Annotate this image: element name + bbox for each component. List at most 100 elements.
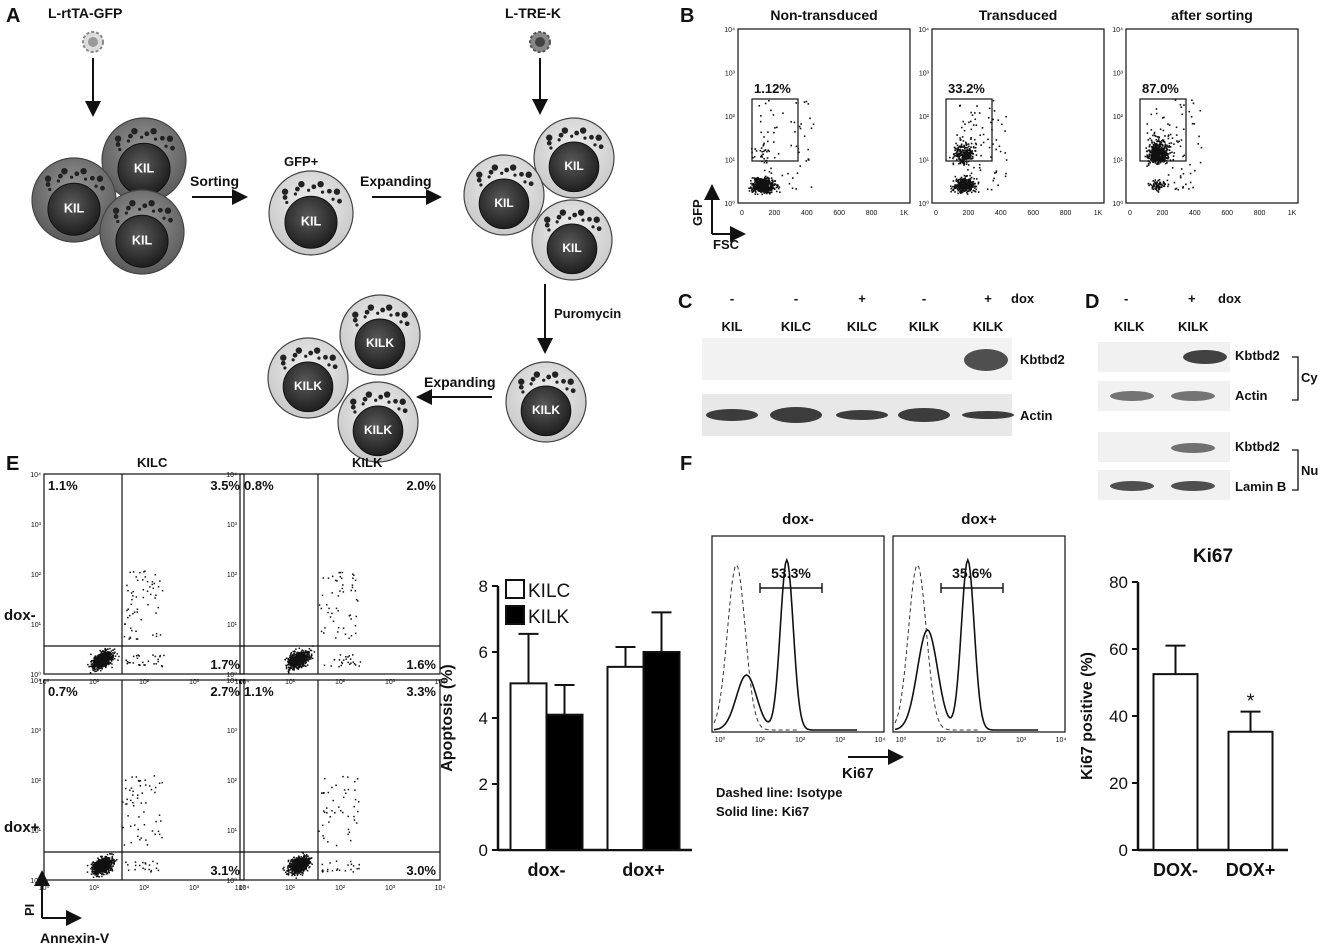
sorting-label: Sorting: [190, 173, 239, 189]
y-tick-label: 10⁴: [226, 472, 237, 479]
x-tick-label: 0: [740, 210, 744, 217]
x-tick-label: 1K: [1094, 210, 1103, 217]
y-tick-label: 10¹: [31, 622, 42, 629]
quadrant-ur-percent: 2.0%: [406, 478, 436, 493]
dox-label-c: dox: [1011, 291, 1035, 306]
y-tick-label: 60: [1109, 640, 1128, 659]
x-tick-label: 800: [1254, 210, 1266, 217]
dox-sign-d-1: -: [1124, 291, 1128, 306]
y-tick-label: 10⁰: [30, 671, 41, 679]
chart-title: Ki67: [1193, 546, 1233, 567]
dox-plus-row-label: dox+: [4, 819, 40, 836]
ki67-curve: [894, 557, 1038, 731]
gfp-gate: [945, 98, 993, 162]
bar-kilc-dox-: [509, 682, 548, 851]
gfp-fsc-axis-key: GFP FSC: [690, 184, 746, 252]
panel-e: E KILC KILK dox- dox+ 1.1%3.5%1.7%10⁰10⁰…: [4, 453, 692, 946]
x-tick-label: 10⁴: [435, 885, 446, 892]
facs-b-title: after sorting: [1171, 7, 1253, 23]
gate-percent: 53.3%: [771, 565, 811, 581]
gfp-gate: [1139, 98, 1187, 162]
bar-value-dox+: [1227, 730, 1274, 851]
x-tick-label: 10¹: [936, 737, 947, 744]
gate-percent: 87.0%: [1142, 81, 1179, 96]
annexin-pi-plot-1: 1.1%3.5%1.7%10⁰10⁰10¹10¹10²10²10³10³10⁴1…: [30, 472, 249, 686]
annexin-events: [284, 571, 362, 674]
actin-band-c: [962, 411, 1014, 419]
gfp-positive-label: GFP+: [284, 154, 319, 169]
quadrant-lr-percent: 1.7%: [210, 657, 240, 672]
x-tick-label: 10¹: [89, 679, 100, 686]
panel-f-letter: F: [680, 453, 692, 475]
pi-annexin-axis-key: PI Annexin-V: [22, 870, 110, 946]
dox-sign-c: -: [922, 291, 926, 306]
x-tick-label: DOX-: [1153, 860, 1198, 880]
gate-percent: 1.12%: [754, 81, 791, 96]
y-tick-label: 10²: [227, 572, 238, 579]
cell-label: KILK: [532, 403, 560, 417]
ki67-axis-label: Ki67: [842, 765, 874, 782]
x-tick-label: 0: [1128, 210, 1132, 217]
y-tick-label: 20: [1109, 774, 1128, 793]
gfp-axis-label: GFP: [690, 199, 705, 226]
x-tick-label: 10²: [795, 737, 806, 744]
dox-sign-c: -: [794, 291, 798, 306]
x-tick-label: 10²: [139, 679, 150, 686]
cell-kil-dark: KIL: [101, 117, 187, 203]
y-tick-label: 6: [479, 643, 488, 662]
y-tick-label: 10²: [31, 778, 42, 785]
dox-sign-c: +: [858, 291, 866, 306]
y-tick-label: 10²: [1113, 114, 1124, 121]
y-tick-label: 10³: [725, 71, 736, 78]
panel-a-letter: A: [6, 5, 20, 27]
y-tick-label: 10²: [227, 778, 238, 785]
x-tick-label: 10⁴: [239, 885, 250, 892]
kbtbd2-nu-label: Kbtbd2: [1235, 439, 1280, 454]
x-tick-label: 1K: [1288, 210, 1297, 217]
gfp-events: [1144, 99, 1203, 193]
dox-sign-d-2: +: [1188, 291, 1196, 306]
y-tick-label: 10¹: [227, 622, 238, 629]
x-tick-label: 10¹: [285, 679, 296, 686]
cy-label: Cy: [1301, 370, 1318, 385]
x-tick-label: 10³: [385, 679, 396, 686]
annexin-events: [87, 570, 165, 674]
x-tick-label: 10⁴: [875, 737, 886, 744]
lane-label-c: KILC: [781, 319, 812, 334]
x-tick-label: 10²: [335, 679, 346, 686]
quadrant-ul-percent: 0.7%: [48, 684, 78, 699]
y-tick-label: 10³: [1113, 71, 1124, 78]
y-tick-label: 10²: [919, 114, 930, 121]
y-tick-label: 10³: [227, 522, 238, 529]
quadrant-ul-percent: 0.8%: [244, 478, 274, 493]
cell-label: KILK: [294, 379, 322, 393]
x-tick-label: 10³: [189, 679, 200, 686]
panel-d-letter: D: [1085, 291, 1099, 313]
x-tick-label: 0: [934, 210, 938, 217]
cell-label: KILK: [366, 336, 394, 350]
legend-swatch: [505, 579, 525, 599]
y-tick-label: 10¹: [725, 158, 736, 165]
cell-kilk: KILK: [339, 294, 421, 376]
lane-d-2: KILK: [1178, 319, 1209, 334]
bar-kilk-dox+: [642, 651, 681, 851]
y-tick-label: 10⁴: [724, 27, 735, 34]
gfp-events: [748, 99, 815, 196]
quadrant-ul-percent: 1.1%: [48, 478, 78, 493]
cell-kil-dark: KIL: [31, 157, 117, 243]
kilk-col-title: KILK: [352, 455, 383, 470]
fsc-axis-label: FSC: [713, 237, 740, 252]
x-tick-label: 200: [769, 210, 781, 217]
facs-b-title: Transduced: [979, 7, 1058, 23]
legend-label: KILK: [528, 607, 570, 628]
x-tick-label: dox+: [622, 860, 665, 880]
pi-axis-label: PI: [22, 904, 37, 916]
significance-star: *: [1247, 691, 1255, 713]
y-tick-label: 80: [1109, 573, 1128, 592]
isotype-curve: [894, 564, 979, 731]
x-tick-label: 10³: [189, 885, 200, 892]
isotype-curve: [713, 564, 798, 731]
